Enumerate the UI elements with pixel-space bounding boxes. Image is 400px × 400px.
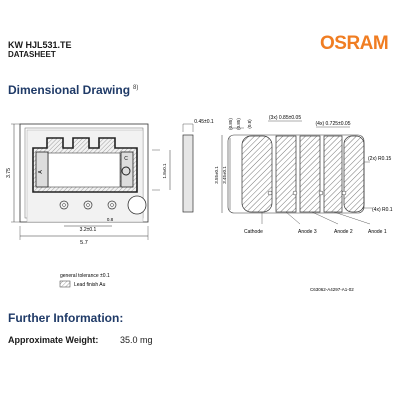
dim-top-085-b: (0.85) (236, 118, 241, 130)
dim-right-radius: (2x) R0.15 (368, 156, 392, 162)
further-information-title: Further Information: (8, 311, 124, 325)
legend-tolerance: general tolerance ±0.1 (60, 273, 110, 279)
pad-cathode (241, 135, 273, 213)
pad-anode-3 (275, 135, 297, 213)
footnote-ref: 8) (133, 85, 139, 91)
front-view: A C 3.75 5.7 3.2±0.1 0.8 (6, 123, 160, 246)
label-anode-3: Anode 3 (298, 229, 317, 235)
dim-top-08: (0.8) (247, 119, 252, 129)
side-profile (182, 134, 194, 213)
dim-side-width: 0.45±0.1 (194, 119, 214, 125)
drawing-legend: general tolerance ±0.1 Lead finish Au (59, 273, 110, 288)
dim-height-total: 3.75 (6, 168, 12, 178)
dim-pad-gap: (3x) 0.85±0.05 (269, 115, 301, 121)
osram-logo: OSRAM (320, 33, 389, 54)
dim-corner-radius: (4x) R0.1 (372, 207, 393, 213)
document-type: DATASHEET (8, 50, 56, 59)
pad-anode-2 (299, 135, 321, 213)
approximate-weight-value: 35.0 mg (120, 335, 153, 345)
orientation-mark (127, 195, 147, 215)
section-heading-text: Dimensional Drawing (8, 83, 131, 97)
hole (59, 200, 69, 210)
approximate-weight-label: Approximate Weight: (8, 335, 99, 345)
dim-pad-small: 0.8 (107, 217, 114, 222)
legend-lead-finish: Lead finish Au (74, 282, 106, 288)
dim-pad-width: (4x) 0.725±0.05 (316, 121, 351, 127)
dim-width-total: 5.7 (80, 240, 88, 246)
lead-finish-swatch (59, 280, 71, 288)
dimensional-drawing: A C 3.75 5.7 3.2±0.1 0.8 0.45±0.1 1.8±0.… (6, 115, 393, 292)
drawing-number: C63062-A4297-A1-02 (310, 287, 354, 292)
label-anode-2: Anode 2 (334, 229, 353, 235)
dim-top-085-a: (0.85) (228, 118, 233, 130)
bottom-view: 3.55±0.1 3.45±0.1 (0.85) (0.85) (0.8) (3… (214, 115, 393, 235)
dim-side-height-b: 3.45±0.1 (222, 166, 227, 184)
dim-pad-pitch: 3.2±0.1 (80, 227, 97, 233)
hole (107, 200, 117, 210)
label-cathode: Cathode (244, 229, 263, 235)
mark-c-right: C (124, 156, 128, 162)
dim-side-height-a: 3.55±0.1 (214, 166, 219, 184)
product-title: KW HJL531.TE (8, 40, 72, 50)
chip-window (47, 152, 121, 188)
mark-a-left: A (38, 170, 44, 174)
hole (83, 200, 93, 210)
pad-anode-1 (323, 135, 343, 213)
dim-side-thickness: 1.8±0.1 (162, 163, 167, 178)
side-view: 0.45±0.1 1.8±0.1 (162, 119, 214, 213)
label-anode-1: Anode 1 (368, 229, 387, 235)
